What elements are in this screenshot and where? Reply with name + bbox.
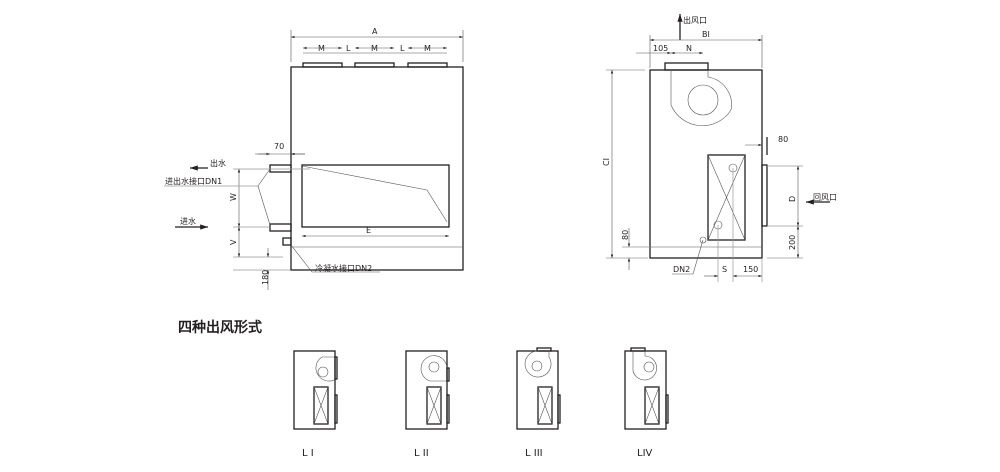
outlet-flange [407, 62, 448, 68]
fan-wheel [687, 84, 719, 116]
dim-v-label: V [229, 239, 238, 245]
air-outlet-label: 出风口 [683, 15, 707, 25]
dim-m-label: M [371, 44, 378, 53]
water-in-label: 进水 [180, 216, 196, 226]
outlet-type-label: L II [414, 448, 429, 459]
dim-m-label: M [424, 44, 431, 53]
water-in-pipe [269, 223, 292, 232]
water-port-label: 进出水接口DN1 [165, 176, 222, 186]
dim-n-label: N [686, 44, 692, 53]
dim-150-label: 150 [743, 265, 758, 274]
condensate-pipe [282, 237, 292, 246]
dim-ci-label: CI [602, 158, 611, 166]
dim-180-label: 180 [261, 270, 270, 285]
dim-80-right-label: 80 [778, 135, 788, 144]
condensate-port-label: 冷凝水接口DN2 [315, 263, 372, 273]
outlet-flange [302, 62, 343, 68]
outlet-flange [354, 62, 395, 68]
dim-l-label: L [400, 44, 405, 53]
dim-70-label: 70 [274, 142, 284, 151]
filter-coil [707, 154, 746, 241]
front-view: 出风口 BI 105 N CI 80 80 D 200 回风口 DN2 S 15… [602, 14, 837, 282]
dim-105-label: 105 [653, 44, 668, 53]
dim-200-label: 200 [788, 235, 797, 250]
fan-scroll [670, 70, 732, 127]
outlet-type-l3: L III [516, 347, 561, 459]
water-out-pipe [269, 164, 292, 173]
unit-body [290, 66, 464, 271]
outlet-type-l1: L I [293, 350, 338, 459]
outlet-type-l2: L II [405, 350, 450, 459]
outlet-type-label: L III [525, 448, 543, 459]
outlet-types-title: 四种出风形式 [178, 319, 262, 336]
dim-m-label: M [318, 44, 325, 53]
coil [301, 164, 450, 228]
dim-w-label: W [229, 193, 238, 201]
dim-80-left-label: 80 [621, 230, 630, 240]
dn2-label: DN2 [673, 265, 690, 274]
outlet-flange [664, 62, 709, 71]
dim-d-label: D [788, 196, 797, 202]
return-flange [761, 164, 768, 227]
return-air-label: 回风口 [813, 193, 837, 202]
outlet-type-label: L I [302, 448, 314, 459]
dim-s-label: S [722, 265, 727, 274]
outlet-type-label: LIV [637, 448, 653, 459]
dim-bi-label: BI [702, 30, 710, 39]
outlet-type-l4: LIV [624, 347, 669, 459]
side-view: A M M M L L E 70 W V 180 出水 [164, 27, 464, 290]
dim-l-label: L [346, 44, 351, 53]
water-out-label: 出水 [210, 158, 226, 168]
dim-e-label: E [366, 226, 371, 235]
dim-a-label: A [372, 27, 378, 36]
